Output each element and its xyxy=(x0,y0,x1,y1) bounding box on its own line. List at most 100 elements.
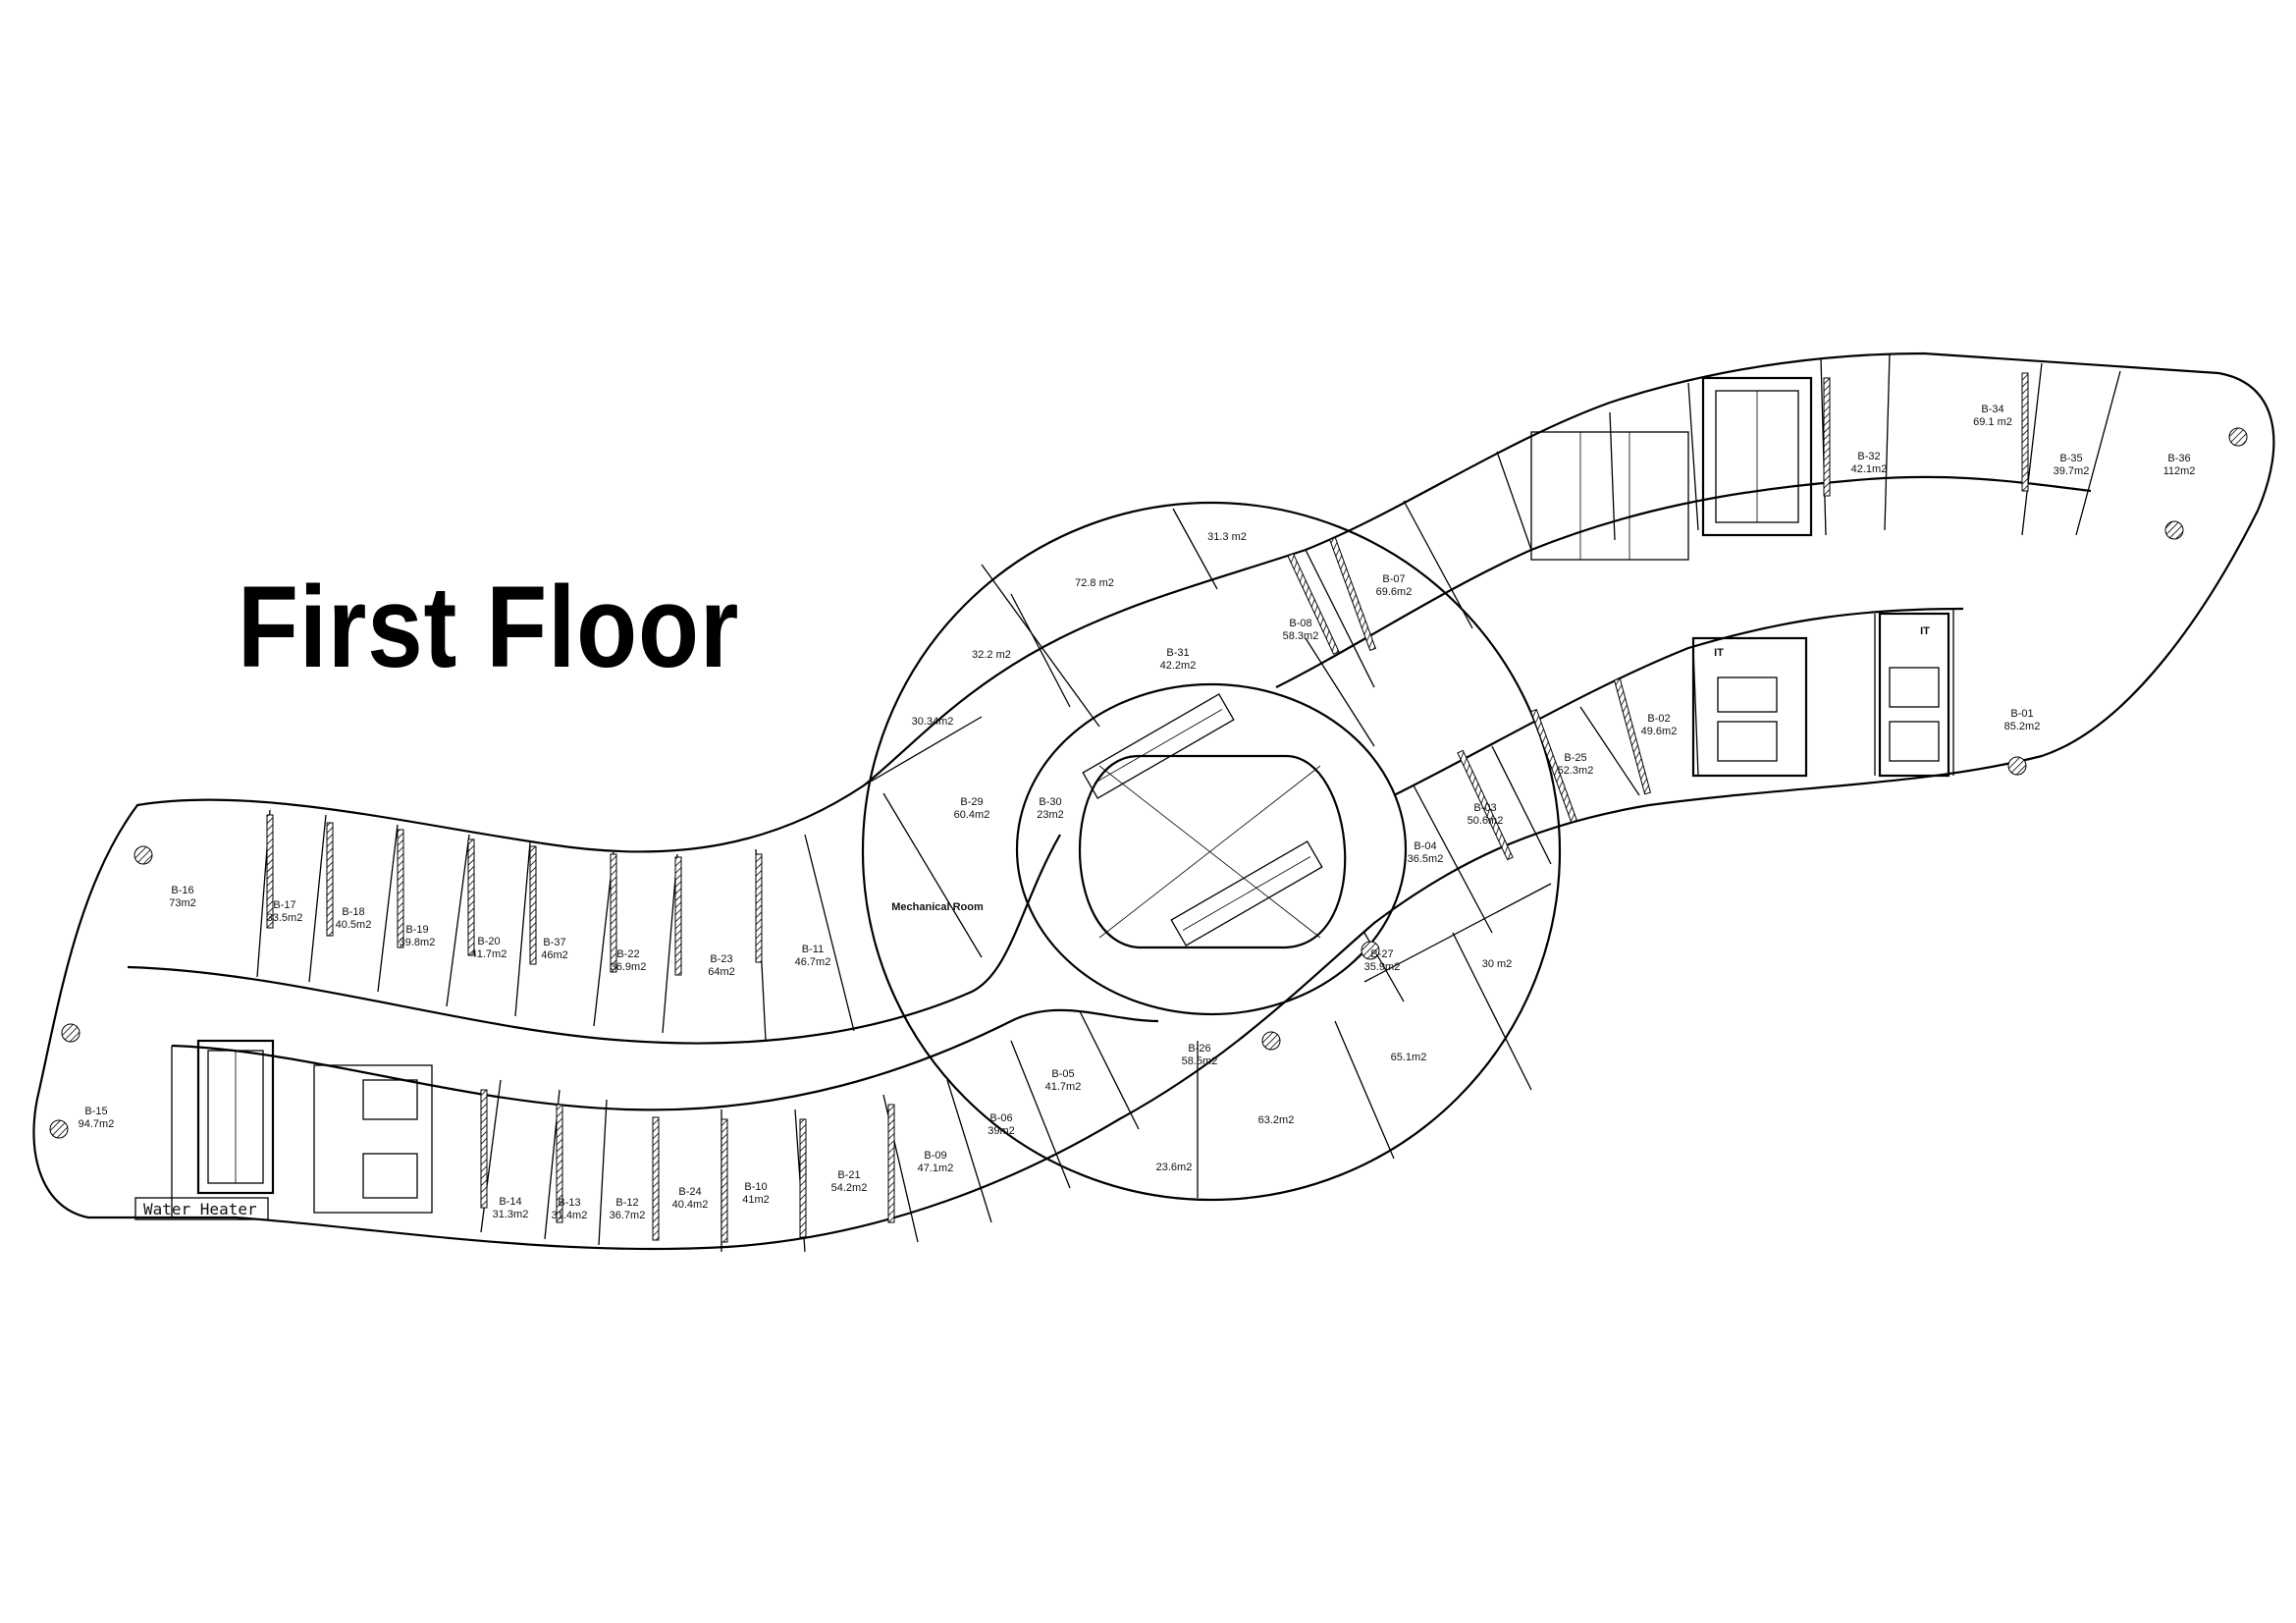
water-heater-label: Water Heater xyxy=(143,1200,257,1218)
atrium-outer-circle xyxy=(861,501,1562,1202)
unit-area-label: 33.5m2 xyxy=(267,912,303,924)
unit-area-label: 42.1m2 xyxy=(1851,463,1888,475)
unit-area-label: 40.4m2 xyxy=(672,1199,709,1211)
unit-area-label: 40.5m2 xyxy=(336,919,372,931)
unit-area-label: 69.1 m2 xyxy=(1973,416,2012,428)
unit-id-label: B-37 xyxy=(543,937,565,948)
corridor-wall-upper xyxy=(127,834,1061,1045)
unit-area-label: 39.7m2 xyxy=(2054,465,2090,477)
unit-id-label: B-08 xyxy=(1289,618,1311,629)
unit-id-label: B-36 xyxy=(2167,453,2190,464)
area-label: 32.2 m2 xyxy=(972,649,1011,661)
unit-area-label: 42.2m2 xyxy=(1160,660,1197,672)
west-north-columns xyxy=(266,814,763,976)
area-label: 72.8 m2 xyxy=(1075,577,1114,589)
unit-id-label: B-07 xyxy=(1382,573,1405,585)
it-room-label: IT xyxy=(1714,647,1724,659)
unit-id-label: B-22 xyxy=(616,948,639,960)
atrium-ring xyxy=(1015,682,1408,1016)
unit-area-label: 31.4m2 xyxy=(552,1210,588,1221)
unit-area-label: 35.9m2 xyxy=(1364,961,1401,973)
unit-id-label: B-21 xyxy=(837,1169,860,1181)
corridor-wall-east-lower xyxy=(1393,607,1964,796)
unit-area-label: 54.2m2 xyxy=(831,1182,868,1194)
unit-area-label: 112m2 xyxy=(2163,465,2196,477)
unit-id-label: B-30 xyxy=(1039,796,1061,808)
unit-area-label: 23m2 xyxy=(1037,809,1064,821)
west-north-partitions xyxy=(256,792,983,1042)
escalator-upper xyxy=(1082,693,1235,799)
unit-area-label: 46.7m2 xyxy=(795,956,831,968)
unit-area-label: 46m2 xyxy=(541,949,568,961)
south-east-columns xyxy=(1457,677,1652,861)
unit-area-label: 47.1m2 xyxy=(918,1163,954,1174)
unit-id-label: B-05 xyxy=(1051,1068,1074,1080)
south-east-partitions xyxy=(1413,609,1954,934)
north-core xyxy=(1530,376,1813,561)
unit-area-label: 85.2m2 xyxy=(2004,721,2041,732)
unit-area-label: 41.7m2 xyxy=(471,948,507,960)
unit-id-label: B-19 xyxy=(405,924,428,936)
unit-id-label: B-10 xyxy=(744,1181,767,1193)
unit-id-label: B-32 xyxy=(1857,451,1880,462)
south-east-core xyxy=(1691,612,1950,778)
unit-id-label: B-16 xyxy=(171,885,193,896)
area-label: 30 m2 xyxy=(1482,958,1513,970)
unit-area-label: 39m2 xyxy=(988,1125,1015,1137)
unit-area-label: 69.6m2 xyxy=(1376,586,1413,598)
unit-area-label: 52.3m2 xyxy=(1558,765,1594,777)
atrium-partitions xyxy=(863,508,1552,1198)
unit-id-label: B-11 xyxy=(802,944,824,955)
unit-id-label: B-04 xyxy=(1414,840,1436,852)
escalator-lower xyxy=(1170,840,1323,947)
unit-area-label: 73m2 xyxy=(169,897,196,909)
unit-id-label: B-25 xyxy=(1564,752,1586,764)
unit-area-label: 41.7m2 xyxy=(1045,1081,1082,1093)
unit-id-label: B-01 xyxy=(2010,708,2033,720)
unit-area-label: 58.5m2 xyxy=(1182,1055,1218,1067)
unit-area-label: 36.7m2 xyxy=(610,1210,646,1221)
west-south-columns xyxy=(480,1089,895,1243)
unit-area-label: 58.3m2 xyxy=(1283,630,1319,642)
north-east-columns xyxy=(1287,372,2029,655)
building-outline xyxy=(32,352,2275,1251)
unit-area-label: 39.8m2 xyxy=(400,937,436,948)
unit-id-label: B-26 xyxy=(1188,1043,1210,1055)
unit-area-label: 50.6m2 xyxy=(1468,815,1504,827)
unit-id-label: B-15 xyxy=(84,1106,107,1117)
page-title: First Floor xyxy=(238,563,740,692)
unit-id-label: B-35 xyxy=(2059,453,2082,464)
unit-id-label: B-20 xyxy=(477,936,500,947)
round-columns xyxy=(49,427,2248,1139)
unit-area-label: 60.4m2 xyxy=(954,809,990,821)
unit-area-label: 36.9m2 xyxy=(611,961,647,973)
escalator-void xyxy=(1079,754,1347,949)
area-label: 30.34m2 xyxy=(912,716,954,728)
unit-id-label: B-31 xyxy=(1166,647,1189,659)
unit-id-label: B-02 xyxy=(1647,713,1670,725)
unit-id-label: B-29 xyxy=(960,796,983,808)
area-label: 31.3 m2 xyxy=(1207,531,1247,543)
unit-area-label: 31.3m2 xyxy=(493,1209,529,1220)
unit-id-label: B-09 xyxy=(924,1150,946,1162)
unit-area-label: 49.6m2 xyxy=(1641,726,1678,737)
corridor-wall-lower xyxy=(171,1008,1159,1111)
unit-id-label: B-17 xyxy=(273,899,295,911)
unit-id-label: B-12 xyxy=(615,1197,638,1209)
corridor-wall-east-upper xyxy=(1275,475,2092,688)
it-room-label: IT xyxy=(1920,625,1930,637)
area-label: 65.1m2 xyxy=(1391,1052,1427,1063)
unit-id-label: B-03 xyxy=(1473,802,1496,814)
unit-area-label: 36.5m2 xyxy=(1408,853,1444,865)
mechanical-room-label: Mechanical Room xyxy=(891,901,984,913)
unit-id-label: B-18 xyxy=(342,906,364,918)
unit-id-label: B-23 xyxy=(710,953,732,965)
unit-id-label: B-13 xyxy=(558,1197,580,1209)
area-label: 23.6m2 xyxy=(1156,1162,1193,1173)
unit-id-label: B-14 xyxy=(499,1196,521,1208)
unit-area-label: 64m2 xyxy=(708,966,735,978)
unit-id-label: B-24 xyxy=(678,1186,701,1198)
